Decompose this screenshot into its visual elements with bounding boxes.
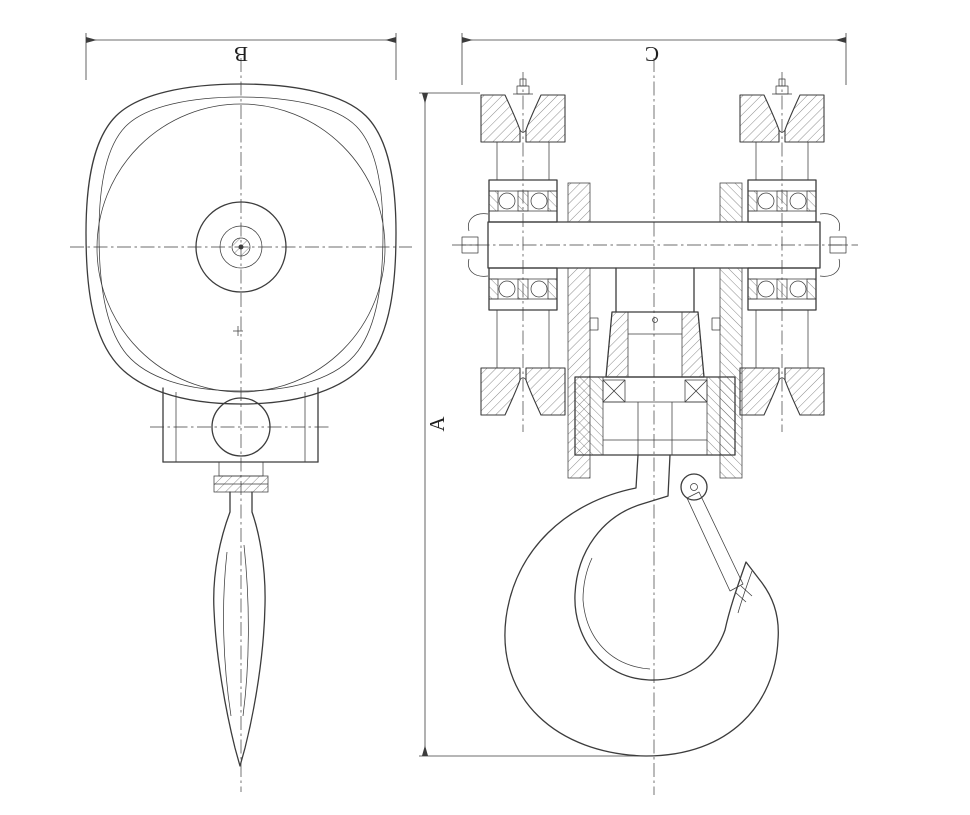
- hook-side: [213, 491, 266, 767]
- safety-latch: [680, 473, 753, 603]
- dimension-c-label: C: [645, 42, 659, 66]
- guard-plate-outer: [85, 83, 397, 405]
- hub-inner: [219, 225, 263, 269]
- hook-nut: [213, 461, 269, 493]
- center-hanger: [567, 182, 743, 479]
- dimension-a: A: [419, 92, 640, 757]
- dimension-a-label: A: [425, 416, 449, 432]
- side-view: [70, 58, 412, 792]
- crosshead-housing: [150, 387, 332, 463]
- dimension-b: B: [85, 33, 397, 80]
- hook-front: [504, 454, 779, 757]
- axle: [461, 213, 847, 277]
- dimension-b-label: B: [234, 42, 248, 66]
- bearing-seals: [602, 379, 708, 403]
- sheave-right: [739, 71, 825, 433]
- dimension-c: C: [461, 33, 847, 85]
- front-view: [452, 58, 858, 795]
- guard-plate-inner: [98, 96, 384, 392]
- sheave-outline: [96, 103, 386, 393]
- sheave-left: [480, 71, 566, 433]
- hub-outer: [195, 201, 287, 293]
